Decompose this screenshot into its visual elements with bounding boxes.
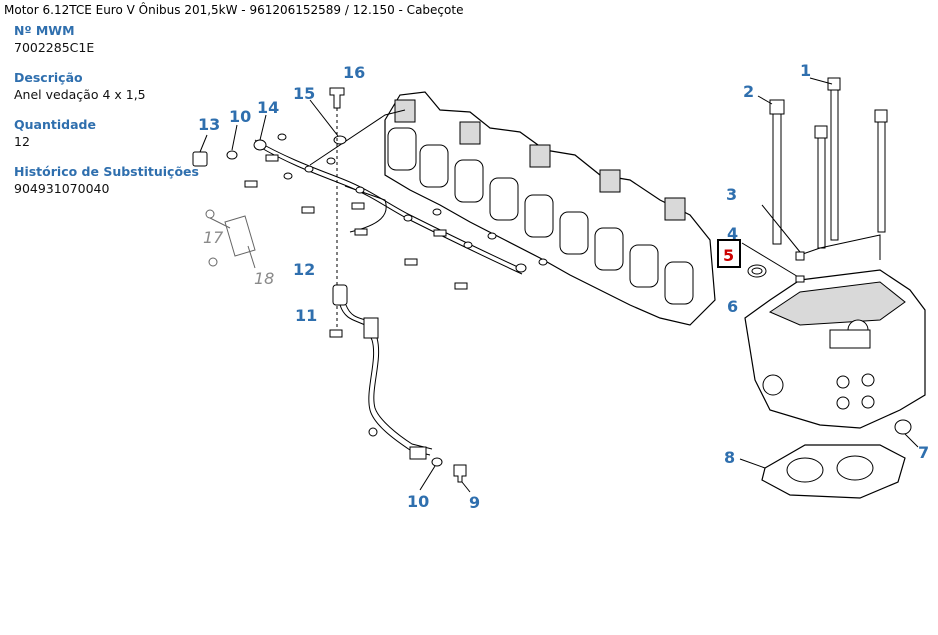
mwm-label: Nº MWM: [14, 23, 75, 38]
callout-5[interactable]: 5: [723, 246, 734, 265]
seal-7: [894, 419, 919, 448]
bolt-16: [329, 87, 345, 109]
quantity-value: 12: [14, 134, 30, 149]
callout-12[interactable]: 12: [293, 260, 315, 279]
callouts: 1 2 3 4 5 6 7 8 9 10 10 11 12 13 14 15 1…: [198, 61, 929, 512]
callout-4[interactable]: 4: [727, 224, 738, 243]
connection-3-4: [741, 204, 881, 283]
callout-9[interactable]: 9: [469, 493, 480, 512]
callout-2[interactable]: 2: [743, 82, 754, 101]
highlight-box-5: [717, 239, 741, 268]
callout-13[interactable]: 13: [198, 115, 220, 134]
callout-10-upper[interactable]: 10: [229, 107, 251, 126]
gasket-8: [739, 444, 906, 499]
bolt-9: [453, 464, 471, 493]
seal-ring-15: [309, 99, 347, 145]
bolt-11: [329, 329, 343, 338]
callout-14[interactable]: 14: [257, 98, 279, 117]
seal-5: [747, 264, 767, 278]
callout-10-lower[interactable]: 10: [407, 492, 429, 511]
pipe-bolts: [244, 133, 548, 290]
callout-15[interactable]: 15: [293, 84, 315, 103]
callout-7[interactable]: 7: [918, 443, 929, 462]
head-bolts: [757, 77, 888, 249]
callout-6[interactable]: 6: [727, 297, 738, 316]
return-pipe: [339, 304, 433, 460]
history-label: Histórico de Substituições: [14, 164, 199, 179]
history-value: 904931070040: [14, 181, 110, 196]
callout-16[interactable]: 16: [343, 63, 365, 82]
clamp-17-18: [205, 209, 256, 269]
callout-3[interactable]: 3: [726, 185, 737, 204]
fitting-12: [332, 284, 348, 306]
quantity-label: Quantidade: [14, 117, 96, 132]
cylinder-head-block: [744, 269, 926, 429]
page-title: Motor 6.12TCE Euro V Ônibus 201,5kW - 96…: [4, 3, 464, 17]
callout-11[interactable]: 11: [295, 306, 317, 325]
part-details-panel: Nº MWM 7002285C1E Descrição Anel vedação…: [14, 22, 204, 210]
banjo-14: [253, 114, 267, 151]
callout-1[interactable]: 1: [800, 61, 811, 80]
callout-17[interactable]: 17: [203, 228, 224, 247]
manifold-ports: [387, 99, 694, 305]
mwm-value: 7002285C1E: [14, 40, 95, 55]
callout-8[interactable]: 8: [724, 448, 735, 467]
seal-ring-10-upper: [226, 124, 238, 160]
description-label: Descrição: [14, 70, 83, 85]
callout-18[interactable]: 18: [254, 269, 274, 288]
fitting-13: [192, 134, 208, 167]
description-value: Anel vedação 4 x 1,5: [14, 87, 146, 102]
seal-ring-10-lower: [419, 457, 443, 491]
cylinder-head-row: [384, 91, 716, 326]
